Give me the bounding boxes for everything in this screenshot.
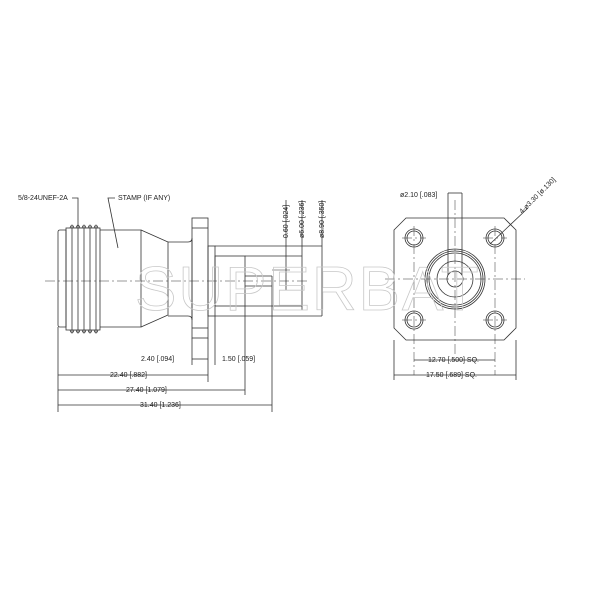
outer-dia-dim: ø8.90 [.350]	[319, 201, 326, 238]
thread-section	[65, 224, 101, 334]
pin-dia-dim: ø2.10 [.083]	[400, 192, 437, 199]
hole-spacing-dim: 12.70 [.500] SQ.	[428, 357, 479, 364]
overall-dim: 31.40 [1.236]	[140, 402, 181, 409]
pin-dim: 0.60 [.024]	[283, 205, 290, 238]
watermark: SUPERBAT	[135, 255, 481, 324]
stamp-callout: STAMP (IF ANY)	[118, 195, 170, 202]
front-view	[385, 192, 529, 380]
flange-square	[393, 217, 517, 341]
inner-dia-dim: ø6.00 [.236]	[299, 201, 306, 238]
flange-size-dim: 17.50 [.689] SQ.	[426, 372, 477, 379]
side-view	[45, 197, 323, 412]
thread-callout: 5/8-24UNEF-2A	[18, 195, 68, 202]
step-dim: 1.50 [.059]	[222, 356, 255, 363]
flange-dim: 2.40 [.094]	[141, 356, 174, 363]
to-dielectric-dim: 27.40 [1.079]	[126, 387, 167, 394]
to-flange-dim: 22.40 [.882]	[110, 372, 147, 379]
body	[100, 229, 142, 328]
holes-dim: 4-ø3.30 [ø.130]	[518, 177, 557, 216]
